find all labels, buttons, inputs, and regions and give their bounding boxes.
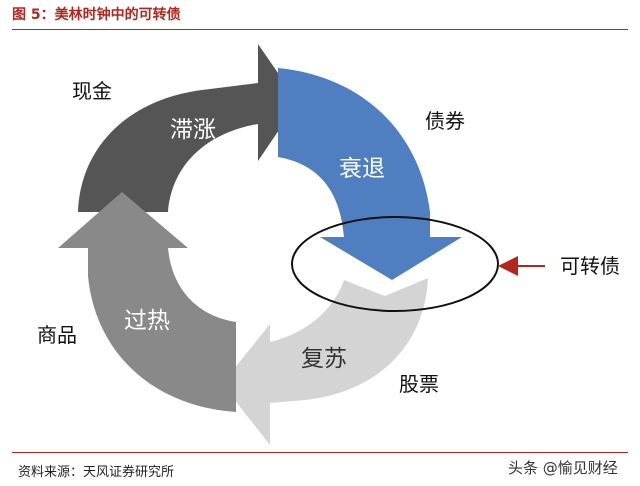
arrow-overheat	[58, 192, 236, 412]
arrow-recovery	[222, 278, 428, 445]
asset-label-bonds: 债券	[425, 109, 465, 133]
phase-label-recovery: 复苏	[301, 346, 347, 372]
phase-label-overheat: 过热	[124, 308, 170, 334]
arrow-stagflation	[78, 44, 298, 212]
asset-label-commodities: 商品	[37, 323, 77, 347]
title-rule	[12, 29, 628, 30]
arrow-recession	[278, 68, 462, 280]
figure-source: 资料来源：天风证券研究所	[18, 465, 175, 480]
watermark: 头条 @愉见财经	[508, 459, 618, 477]
figure-title: 图 5：美林时钟中的可转债	[12, 7, 181, 23]
asset-label-stocks: 股票	[399, 372, 439, 396]
asset-label-cash: 现金	[72, 79, 112, 103]
phase-label-stagflation: 滞涨	[170, 117, 216, 143]
callout-label: 可转债	[560, 254, 620, 278]
phase-label-recession: 衰退	[339, 156, 385, 182]
source-rule	[12, 452, 628, 453]
